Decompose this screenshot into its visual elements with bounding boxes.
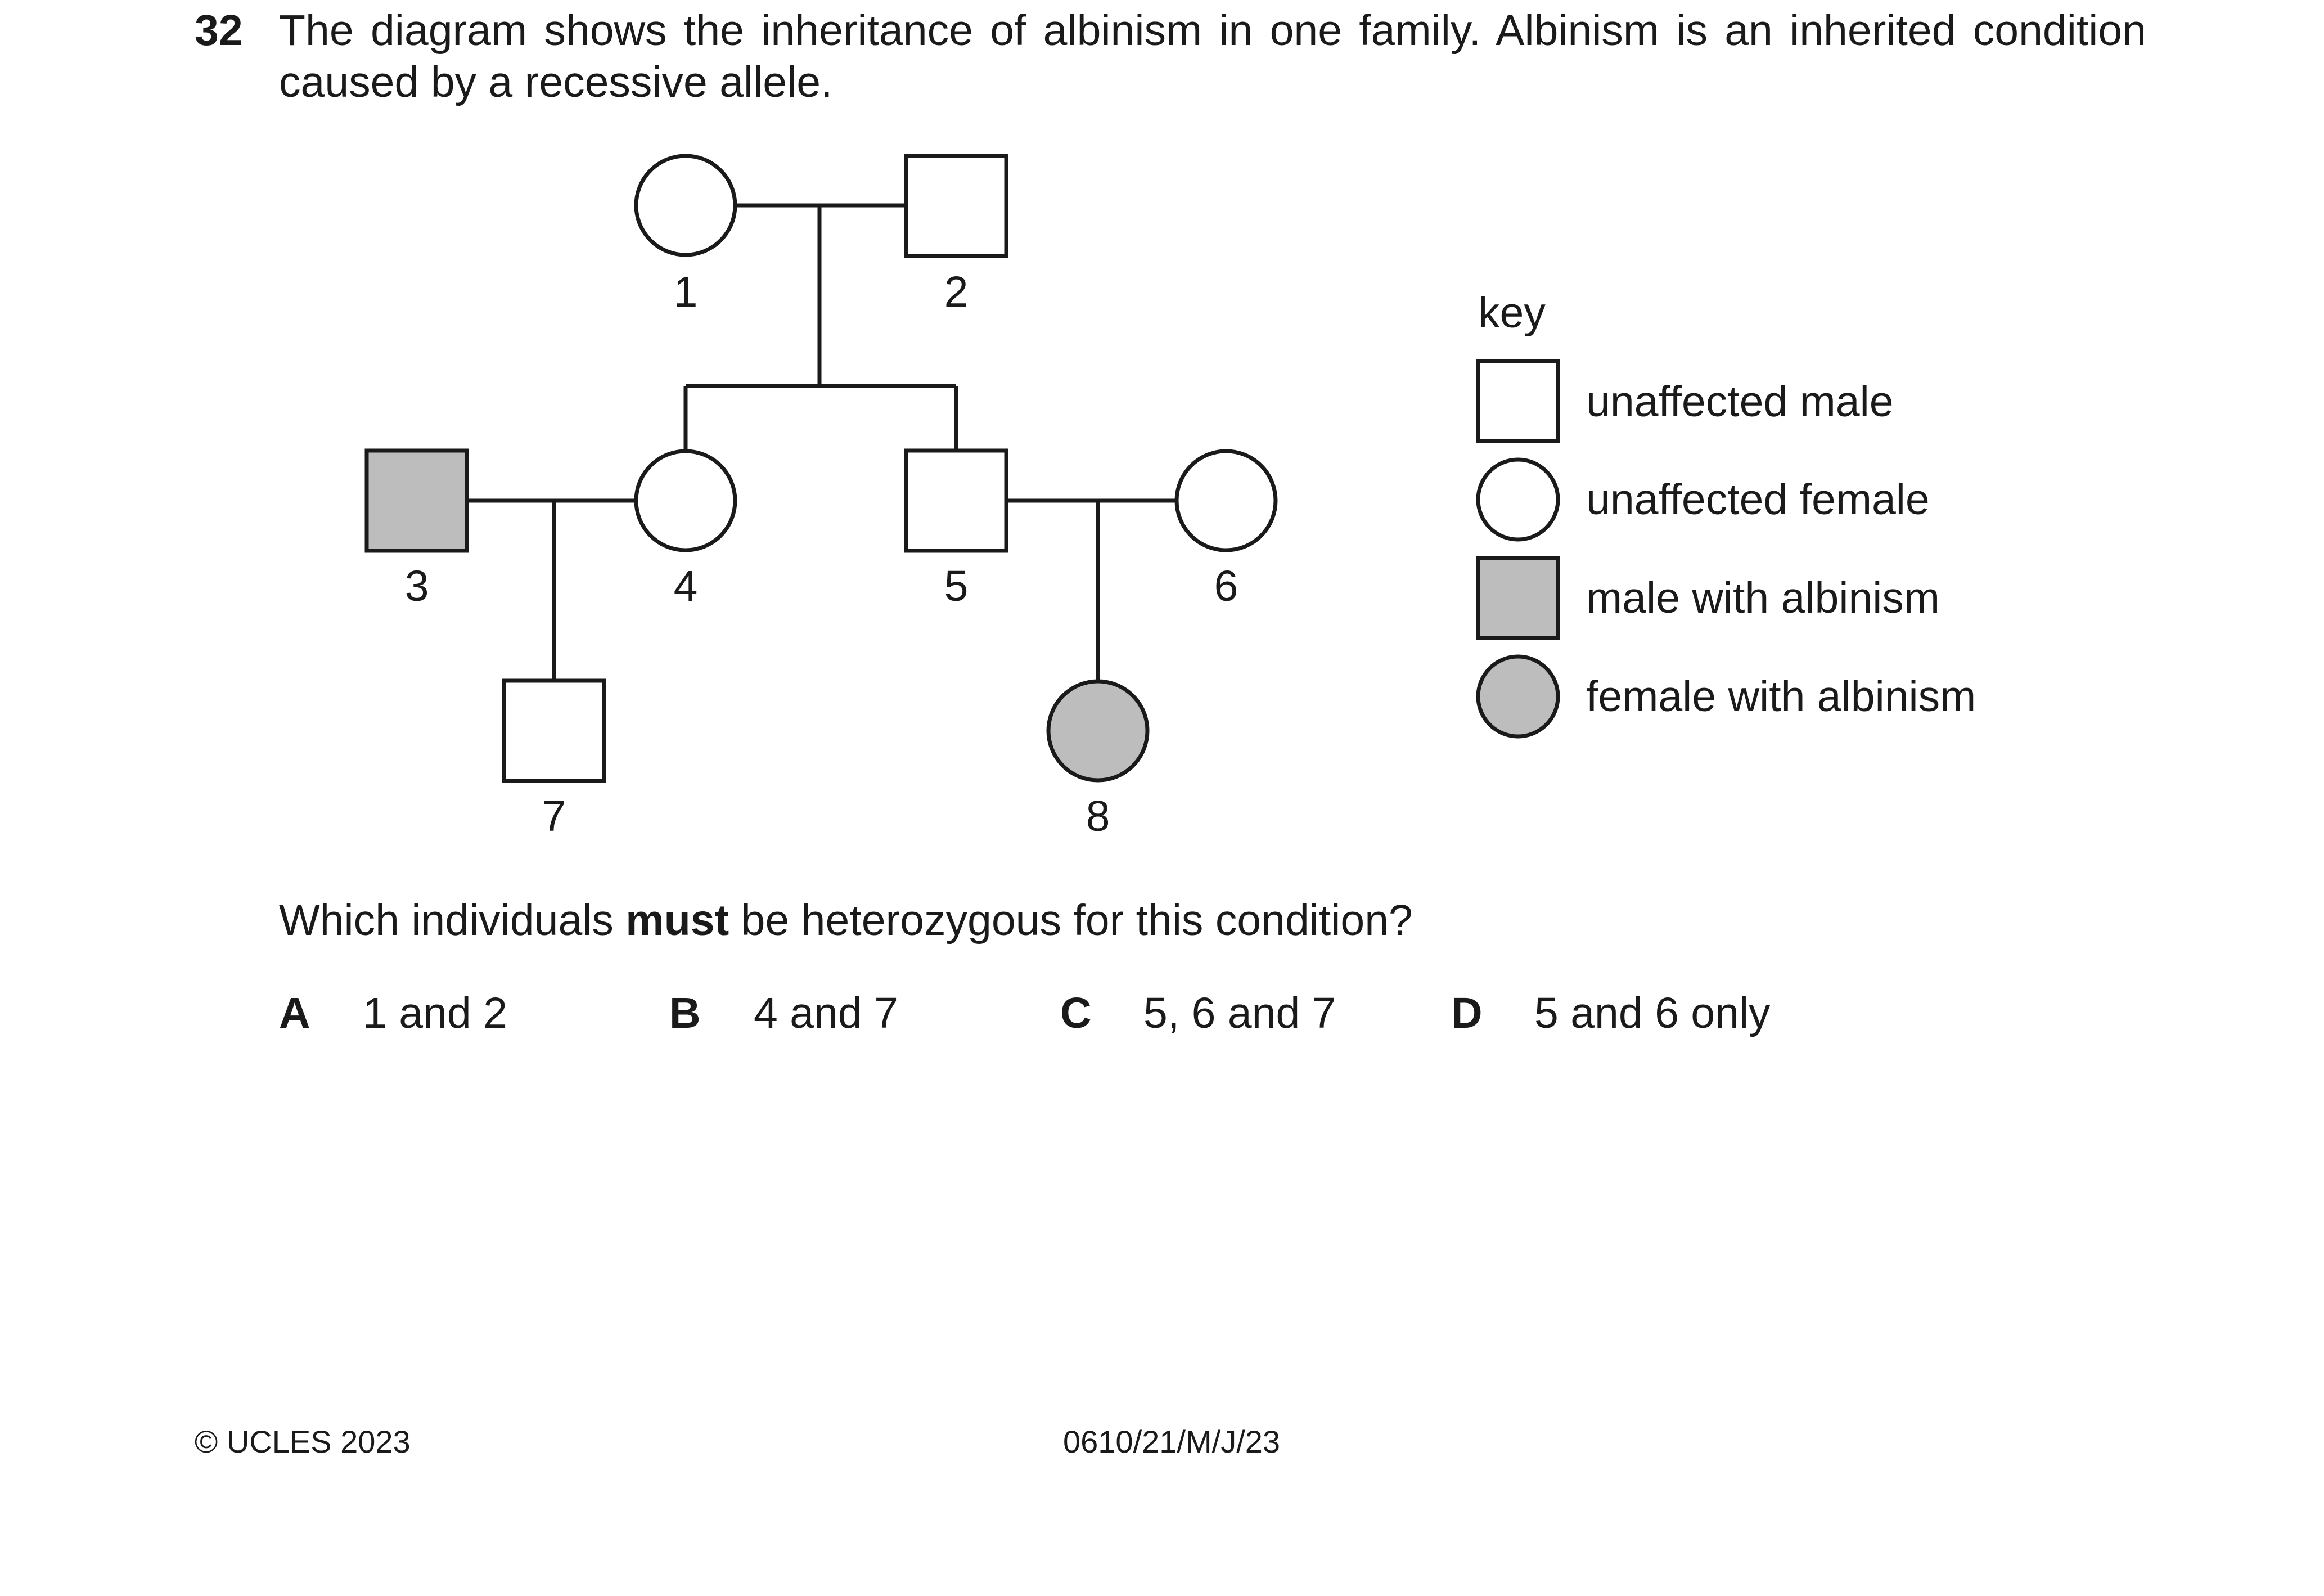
individual-label-1: 1: [674, 268, 698, 316]
footer-paper-code: 0610/21/M/J/23: [1063, 1424, 1281, 1459]
key-title: key: [1478, 289, 1546, 337]
individual-label-3: 3: [405, 562, 429, 610]
option-c-letter[interactable]: C: [1060, 989, 1092, 1037]
prompt-after: be heterozygous for this condition?: [729, 896, 1413, 945]
individual-label-5: 5: [944, 562, 969, 610]
individual-7-square: [502, 678, 606, 783]
key-label-female-albinism: female with albinism: [1586, 672, 1976, 721]
key-label-male-albinism: male with albinism: [1586, 574, 1940, 622]
question-prompt: Which individuals must be heterozygous f…: [279, 894, 1413, 946]
individual-label-7: 7: [542, 792, 566, 840]
individual-label-8: 8: [1086, 792, 1110, 840]
option-a-text[interactable]: 1 and 2: [363, 989, 507, 1037]
option-b-text[interactable]: 4 and 7: [754, 989, 898, 1037]
key-label-unaffected-female: unaffected female: [1586, 475, 1930, 524]
key-symbol-unaffected-female: [1476, 457, 1560, 542]
individual-label-2: 2: [944, 268, 969, 316]
prompt-emphasis: must: [625, 896, 729, 945]
key-symbol-unaffected-male: [1476, 359, 1560, 443]
individual-5-square: [904, 448, 1008, 553]
key-symbol-female-albinism: [1476, 654, 1560, 739]
option-d-text[interactable]: 5 and 6 only: [1534, 989, 1771, 1037]
option-c-text[interactable]: 5, 6 and 7: [1143, 989, 1336, 1037]
individual-3-square: [364, 448, 469, 553]
option-a-letter[interactable]: A: [279, 989, 310, 1037]
footer-copyright: © UCLES 2023: [195, 1424, 411, 1459]
individual-label-6: 6: [1214, 562, 1238, 610]
option-b-letter[interactable]: B: [669, 989, 701, 1037]
individual-6-circle: [1174, 449, 1278, 552]
individual-label-4: 4: [674, 562, 698, 610]
individual-2-square: [904, 154, 1008, 258]
key-label-unaffected-male: unaffected male: [1586, 377, 1894, 426]
prompt-before: Which individuals: [279, 896, 626, 945]
question-number: 32: [195, 6, 243, 55]
question-stem: The diagram shows the inheritance of alb…: [279, 6, 2146, 106]
option-d-letter[interactable]: D: [1451, 989, 1483, 1037]
key-symbol-male-albinism: [1476, 556, 1560, 640]
individual-8-circle: [1046, 679, 1150, 783]
individual-1-circle: [634, 154, 737, 257]
individual-4-circle: [634, 449, 737, 552]
